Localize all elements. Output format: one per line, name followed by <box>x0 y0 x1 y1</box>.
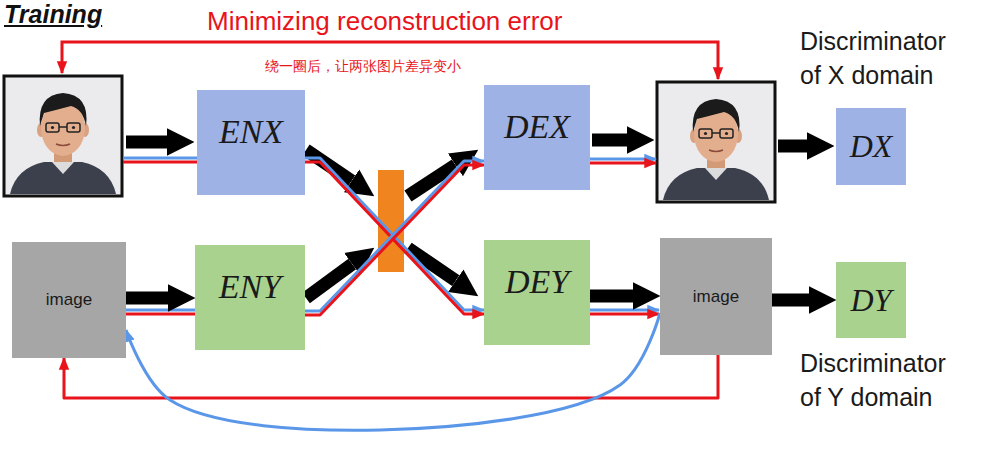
cycle-path-line <box>590 162 656 165</box>
face-photo <box>4 76 122 196</box>
cycle-path-line <box>123 157 197 160</box>
encoder-box: ENY <box>195 245 305 350</box>
connector <box>305 161 484 315</box>
flow-arrow <box>772 294 809 307</box>
face-photo <box>657 82 775 202</box>
node-label: DY <box>851 282 892 319</box>
node-label: DEX <box>504 107 570 146</box>
encoder-box: ENX <box>197 90 305 195</box>
flow-arrow <box>590 290 633 303</box>
cycle-path-line <box>305 165 484 315</box>
cycle-path-line <box>123 161 197 164</box>
node-label: DX <box>850 128 893 165</box>
image-box: image <box>660 238 772 355</box>
connector <box>590 296 633 297</box>
cycle-path-line <box>590 158 656 161</box>
cycle-path-line <box>126 309 195 312</box>
node-label: image <box>693 287 739 307</box>
reconstruction-bracket <box>62 42 718 79</box>
decoder-box: DEX <box>484 85 590 190</box>
discriminator-box: DY <box>836 262 906 338</box>
image-box: image <box>12 242 126 358</box>
cycle-path-line <box>590 313 659 316</box>
side-label: Discriminator of X domain <box>800 24 972 92</box>
flow-arrow <box>592 134 627 147</box>
discriminator-box: DX <box>836 108 906 185</box>
decoder-box: DEY <box>484 240 590 345</box>
cycle-path-line <box>305 162 484 314</box>
cycle-path-line <box>126 313 195 316</box>
red-heading: Minimizing reconstruction error <box>207 6 562 37</box>
connector <box>126 298 168 299</box>
flow-arrow <box>126 136 167 149</box>
flow-arrow <box>306 264 352 298</box>
side-label: Discriminator of Y domain <box>800 346 972 414</box>
flow-arrow <box>778 140 807 153</box>
flow-arrow <box>126 292 168 305</box>
note-text: 绕一圈后，让两张图片差异变小 <box>265 58 461 75</box>
cycle-path-line <box>590 309 659 312</box>
node-label: ENY <box>219 267 281 306</box>
section-title: Training <box>4 0 102 29</box>
node-label: DEY <box>505 262 569 301</box>
node-label: ENX <box>219 112 283 151</box>
latent-code-bar <box>378 170 404 272</box>
connector <box>772 300 809 301</box>
cycle-path-line <box>305 158 484 310</box>
node-label: image <box>46 290 92 310</box>
connector <box>305 158 484 314</box>
